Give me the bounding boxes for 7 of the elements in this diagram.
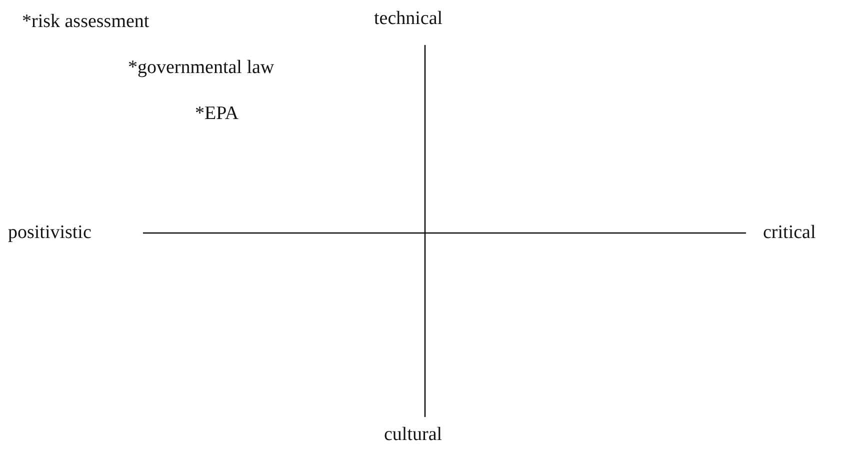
list-item: *governmental law xyxy=(128,57,274,79)
list-item: *EPA xyxy=(195,103,239,125)
axis-label: critical xyxy=(763,222,816,244)
axis-label: cultural xyxy=(384,424,442,446)
axis-label: technical xyxy=(374,8,443,30)
axis-label: positivistic xyxy=(8,222,92,244)
list-item: *risk assessment xyxy=(22,11,150,33)
